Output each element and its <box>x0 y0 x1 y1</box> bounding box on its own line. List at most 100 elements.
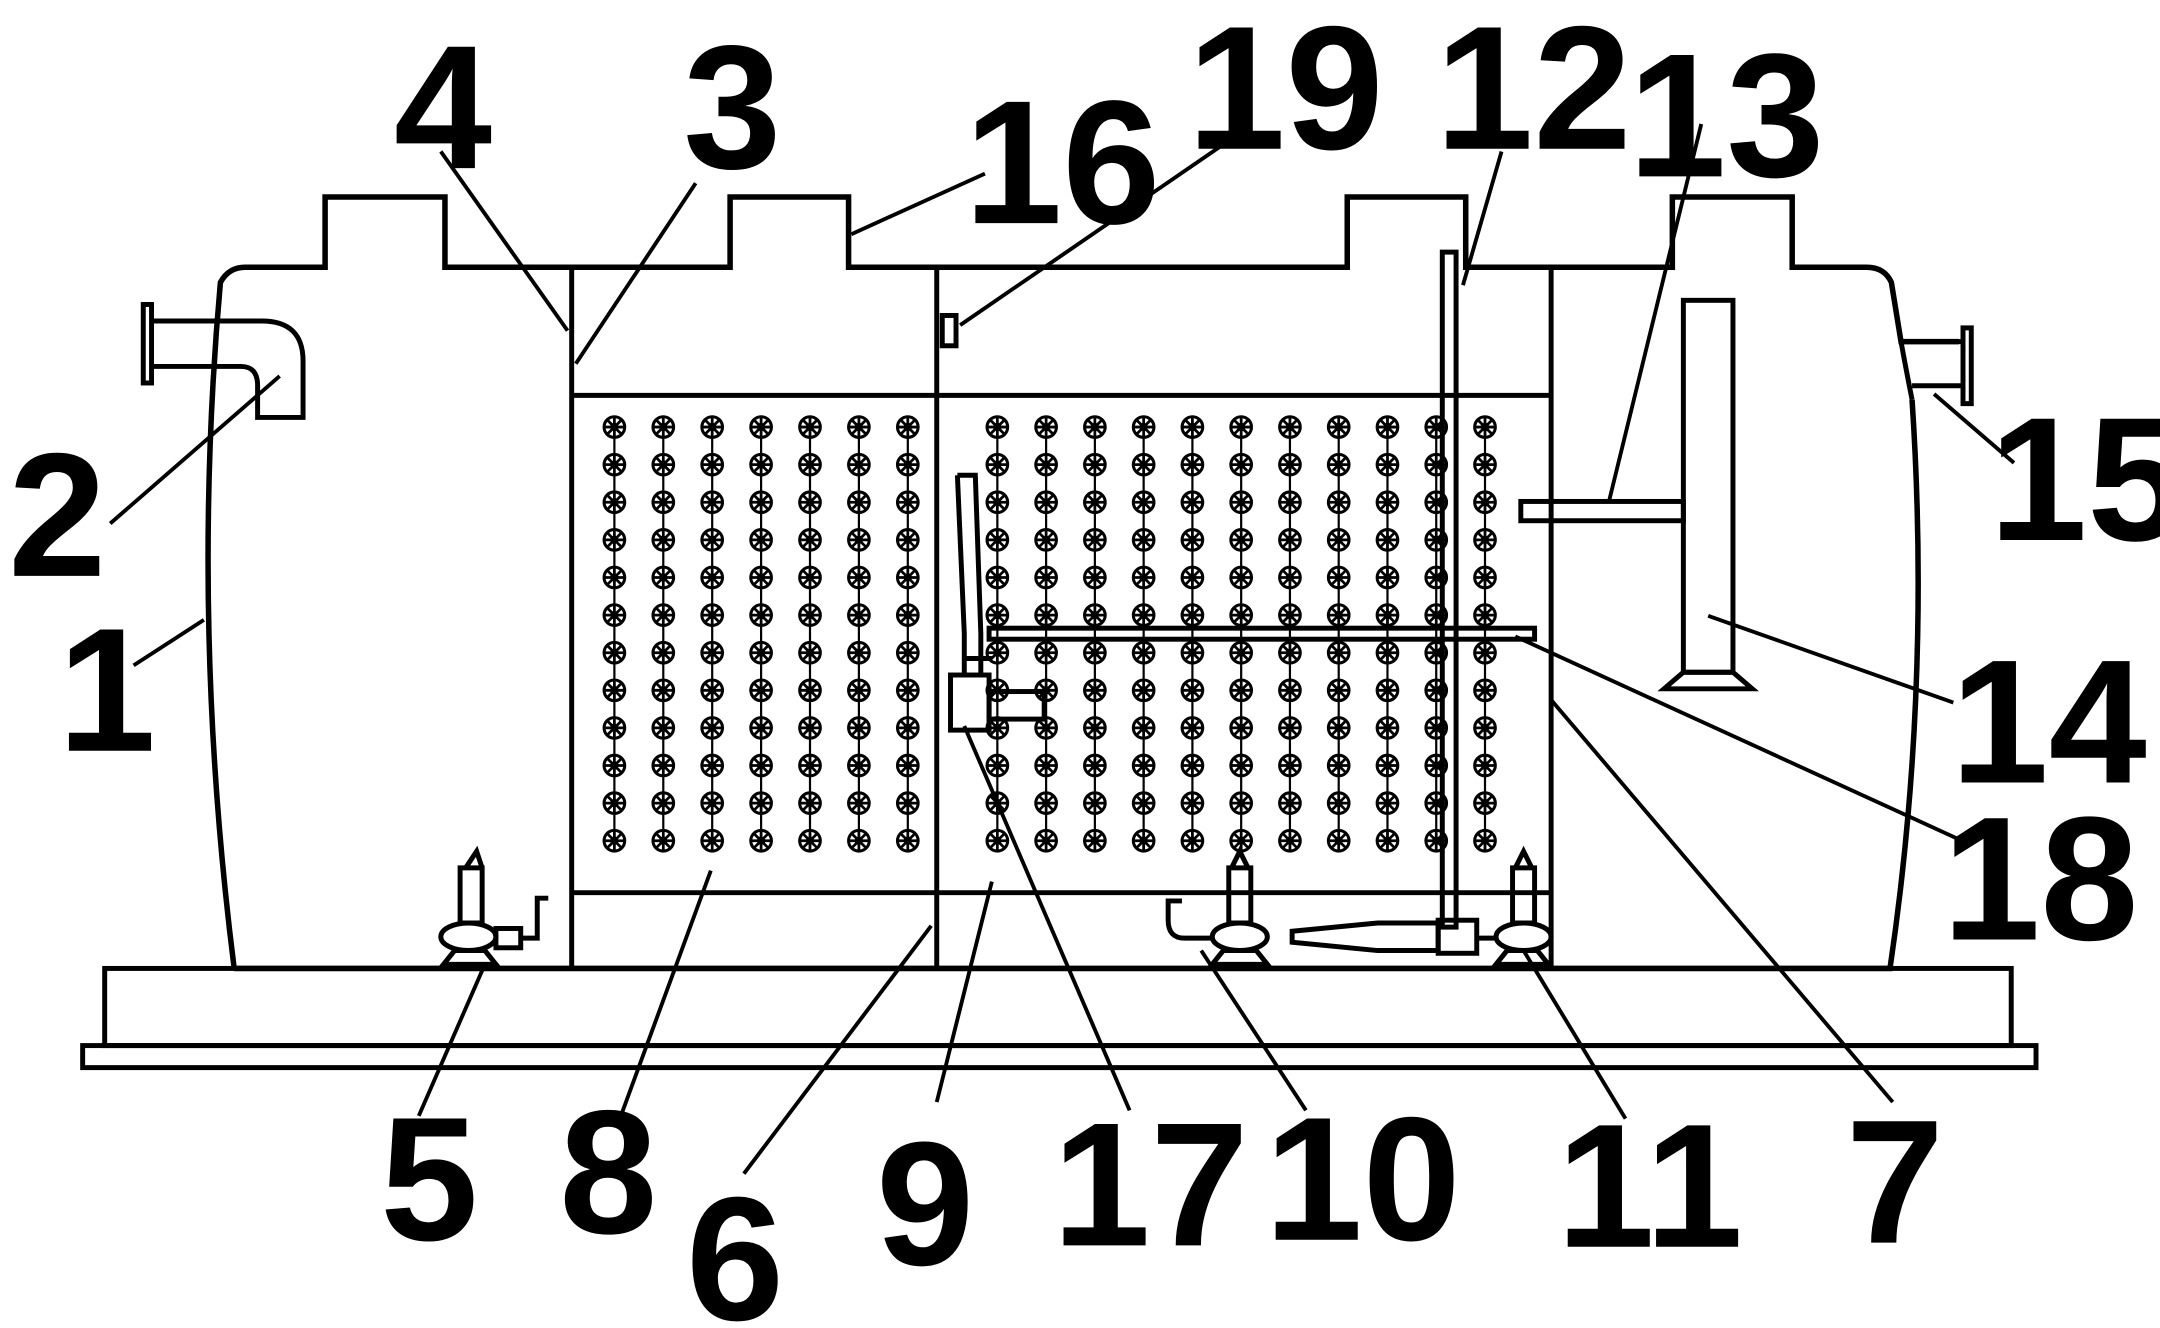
media-a-ball <box>700 490 725 515</box>
leader-14 <box>1707 613 1955 705</box>
media-b-ball <box>1229 678 1254 703</box>
media-a-ball <box>651 640 676 665</box>
media-a-ball <box>847 565 871 590</box>
label-7: 7 <box>1846 1084 1944 1281</box>
media-a-ball <box>602 716 627 740</box>
outlet-pipe <box>1901 339 1964 389</box>
tank-shell <box>205 194 1959 972</box>
media-b-ball <box>1375 791 1400 815</box>
media-b-ball <box>1326 490 1351 515</box>
media-b-ball <box>1326 415 1351 439</box>
leader-11 <box>1521 949 1628 1120</box>
media-b-ball <box>1083 603 1107 627</box>
media-b-ball <box>1180 452 1205 477</box>
media-a-ball <box>700 528 725 552</box>
media-b-ball <box>1034 828 1058 853</box>
media-b-ball <box>1473 678 1497 703</box>
media-b-ball <box>1473 415 1497 439</box>
media-b-ball <box>1083 452 1107 477</box>
media-a-ball <box>651 452 676 477</box>
media-b-ball <box>1034 415 1058 439</box>
media-b-ball <box>1473 603 1497 627</box>
media-b-ball <box>1083 415 1107 439</box>
media-b-ball <box>1034 452 1058 477</box>
media-b-ball <box>1229 528 1254 552</box>
media-a-ball <box>602 678 627 703</box>
media-b-ball <box>1375 603 1400 627</box>
label-1: 1 <box>58 592 156 789</box>
leader-18 <box>1514 634 1968 845</box>
media-a-ball <box>798 640 822 665</box>
leader-13 <box>1607 123 1704 502</box>
media-b-ball <box>1473 828 1497 853</box>
label-12: 12 <box>1435 0 1631 187</box>
media-b-ball <box>1229 753 1254 778</box>
media-b-ball <box>1083 678 1107 703</box>
media-b-ball <box>1034 753 1058 778</box>
media-b-ball <box>1473 565 1497 590</box>
media-a-ball <box>798 565 822 590</box>
media-a-ball <box>602 791 627 815</box>
media-b-ball <box>1131 490 1156 515</box>
media-a-ball <box>847 415 871 439</box>
media-b-ball <box>1229 415 1254 439</box>
media-a-ball <box>798 452 822 477</box>
media-a-ball <box>700 640 725 665</box>
media-a-ball <box>651 753 676 778</box>
leader-9 <box>934 881 994 1103</box>
media-b-ball <box>1180 753 1205 778</box>
media-a-ball <box>798 415 822 439</box>
media-b-ball <box>1375 716 1400 740</box>
media-b-ball <box>1229 828 1254 853</box>
media-a-ball <box>651 490 676 515</box>
media-a-ball <box>651 415 676 439</box>
media-a-ball <box>895 603 920 627</box>
media-a-ball <box>651 603 676 627</box>
media-b-ball <box>1180 565 1205 590</box>
media-a-ball <box>602 603 627 627</box>
media-b-ball <box>1131 640 1156 665</box>
media-b-ball <box>1180 528 1205 552</box>
media-b-ball <box>1278 828 1302 853</box>
media-a-ball <box>798 828 822 853</box>
media-b-ball <box>1375 528 1400 552</box>
media-a-ball <box>602 753 627 778</box>
media-a-ball <box>895 415 920 439</box>
leader-4 <box>439 150 570 332</box>
media-b-ball <box>1131 678 1156 703</box>
media-a-ball <box>847 452 871 477</box>
media-b-ball <box>985 828 1010 853</box>
media-a-ball <box>798 753 822 778</box>
media-a-ball <box>847 603 871 627</box>
label-5: 5 <box>380 1081 478 1278</box>
media-b-ball <box>1034 528 1058 552</box>
media-a-ball <box>651 565 676 590</box>
media-b-ball <box>1473 528 1497 552</box>
leader-8 <box>618 869 713 1120</box>
media-a-ball <box>847 828 871 853</box>
media-a-ball <box>749 452 773 477</box>
media-b-ball <box>1278 640 1302 665</box>
level-sensor-19 <box>939 313 959 349</box>
media-a-ball <box>895 716 920 740</box>
media-a-ball <box>749 640 773 665</box>
media-a-ball <box>895 791 920 815</box>
media-b-ball <box>1473 640 1497 665</box>
media-a-ball <box>847 678 871 703</box>
media-a-ball <box>651 716 676 740</box>
media-a-ball <box>602 640 627 665</box>
media-b-ball <box>1229 716 1254 740</box>
label-10: 10 <box>1265 1081 1461 1278</box>
media-a-ball <box>847 640 871 665</box>
media-a-ball <box>749 678 773 703</box>
label-11: 11 <box>1557 1088 1743 1285</box>
media-a-ball <box>700 828 725 853</box>
media-a-ball <box>749 791 773 815</box>
media-a-ball <box>749 828 773 853</box>
media-a-ball <box>700 791 725 815</box>
outlet-flange <box>1960 325 1974 407</box>
media-a-ball <box>700 565 725 590</box>
media-b-ball <box>1375 452 1400 477</box>
media-b-ball <box>1375 828 1400 853</box>
media-b-ball <box>1375 415 1400 439</box>
